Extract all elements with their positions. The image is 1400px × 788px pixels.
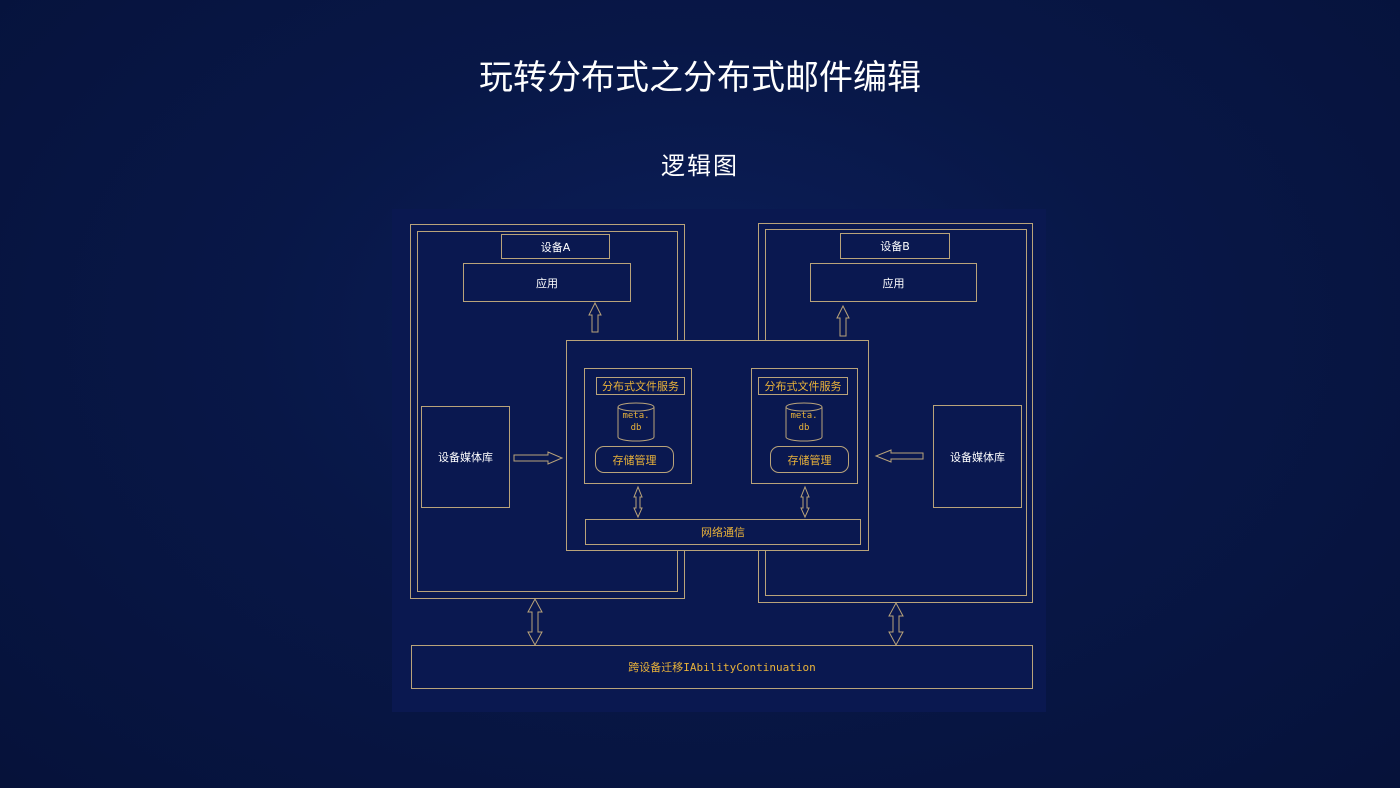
- dfs-right-box: [751, 368, 858, 484]
- device-a-app: 应用: [463, 263, 631, 302]
- meta-db-left-line1: meta.: [622, 411, 650, 421]
- device-a-media-library: 设备媒体库: [421, 406, 510, 508]
- device-b-label: 设备B: [840, 233, 950, 259]
- slide-title: 玩转分布式之分布式邮件编辑: [479, 58, 921, 98]
- meta-db-right-line1: meta.: [790, 411, 818, 421]
- dfs-left-title: 分布式文件服务: [596, 377, 685, 395]
- meta-db-left-line2: db: [630, 423, 642, 433]
- slide-subtitle: 逻辑图: [661, 152, 739, 180]
- arrow-dfs-right-network-icon: [800, 485, 810, 519]
- arrow-device-b-continuation-icon: [888, 601, 904, 647]
- ability-continuation-bar: 跨设备迁移IAbilityContinuation: [411, 645, 1033, 689]
- dfs-left-storage: 存储管理: [595, 446, 674, 473]
- meta-db-left-icon: [617, 402, 655, 442]
- device-b-media-library: 设备媒体库: [933, 405, 1022, 508]
- arrow-right-media-a-icon: [513, 451, 564, 465]
- network-communication: 网络通信: [585, 519, 861, 545]
- arrow-left-media-b-icon: [874, 449, 924, 463]
- meta-db-right-line2: db: [798, 423, 810, 433]
- device-a-label: 设备A: [501, 234, 610, 259]
- dfs-right-title: 分布式文件服务: [758, 377, 848, 395]
- dfs-left-box: [584, 368, 692, 484]
- dfs-right-storage: 存储管理: [770, 446, 849, 473]
- central-block: [566, 340, 869, 551]
- device-b-app: 应用: [810, 263, 977, 302]
- meta-db-right-icon: [785, 402, 823, 442]
- arrow-up-app-b-icon: [836, 304, 850, 337]
- arrow-device-a-continuation-icon: [527, 597, 543, 647]
- arrow-dfs-left-network-icon: [633, 485, 643, 519]
- arrow-up-app-a-icon: [588, 301, 602, 333]
